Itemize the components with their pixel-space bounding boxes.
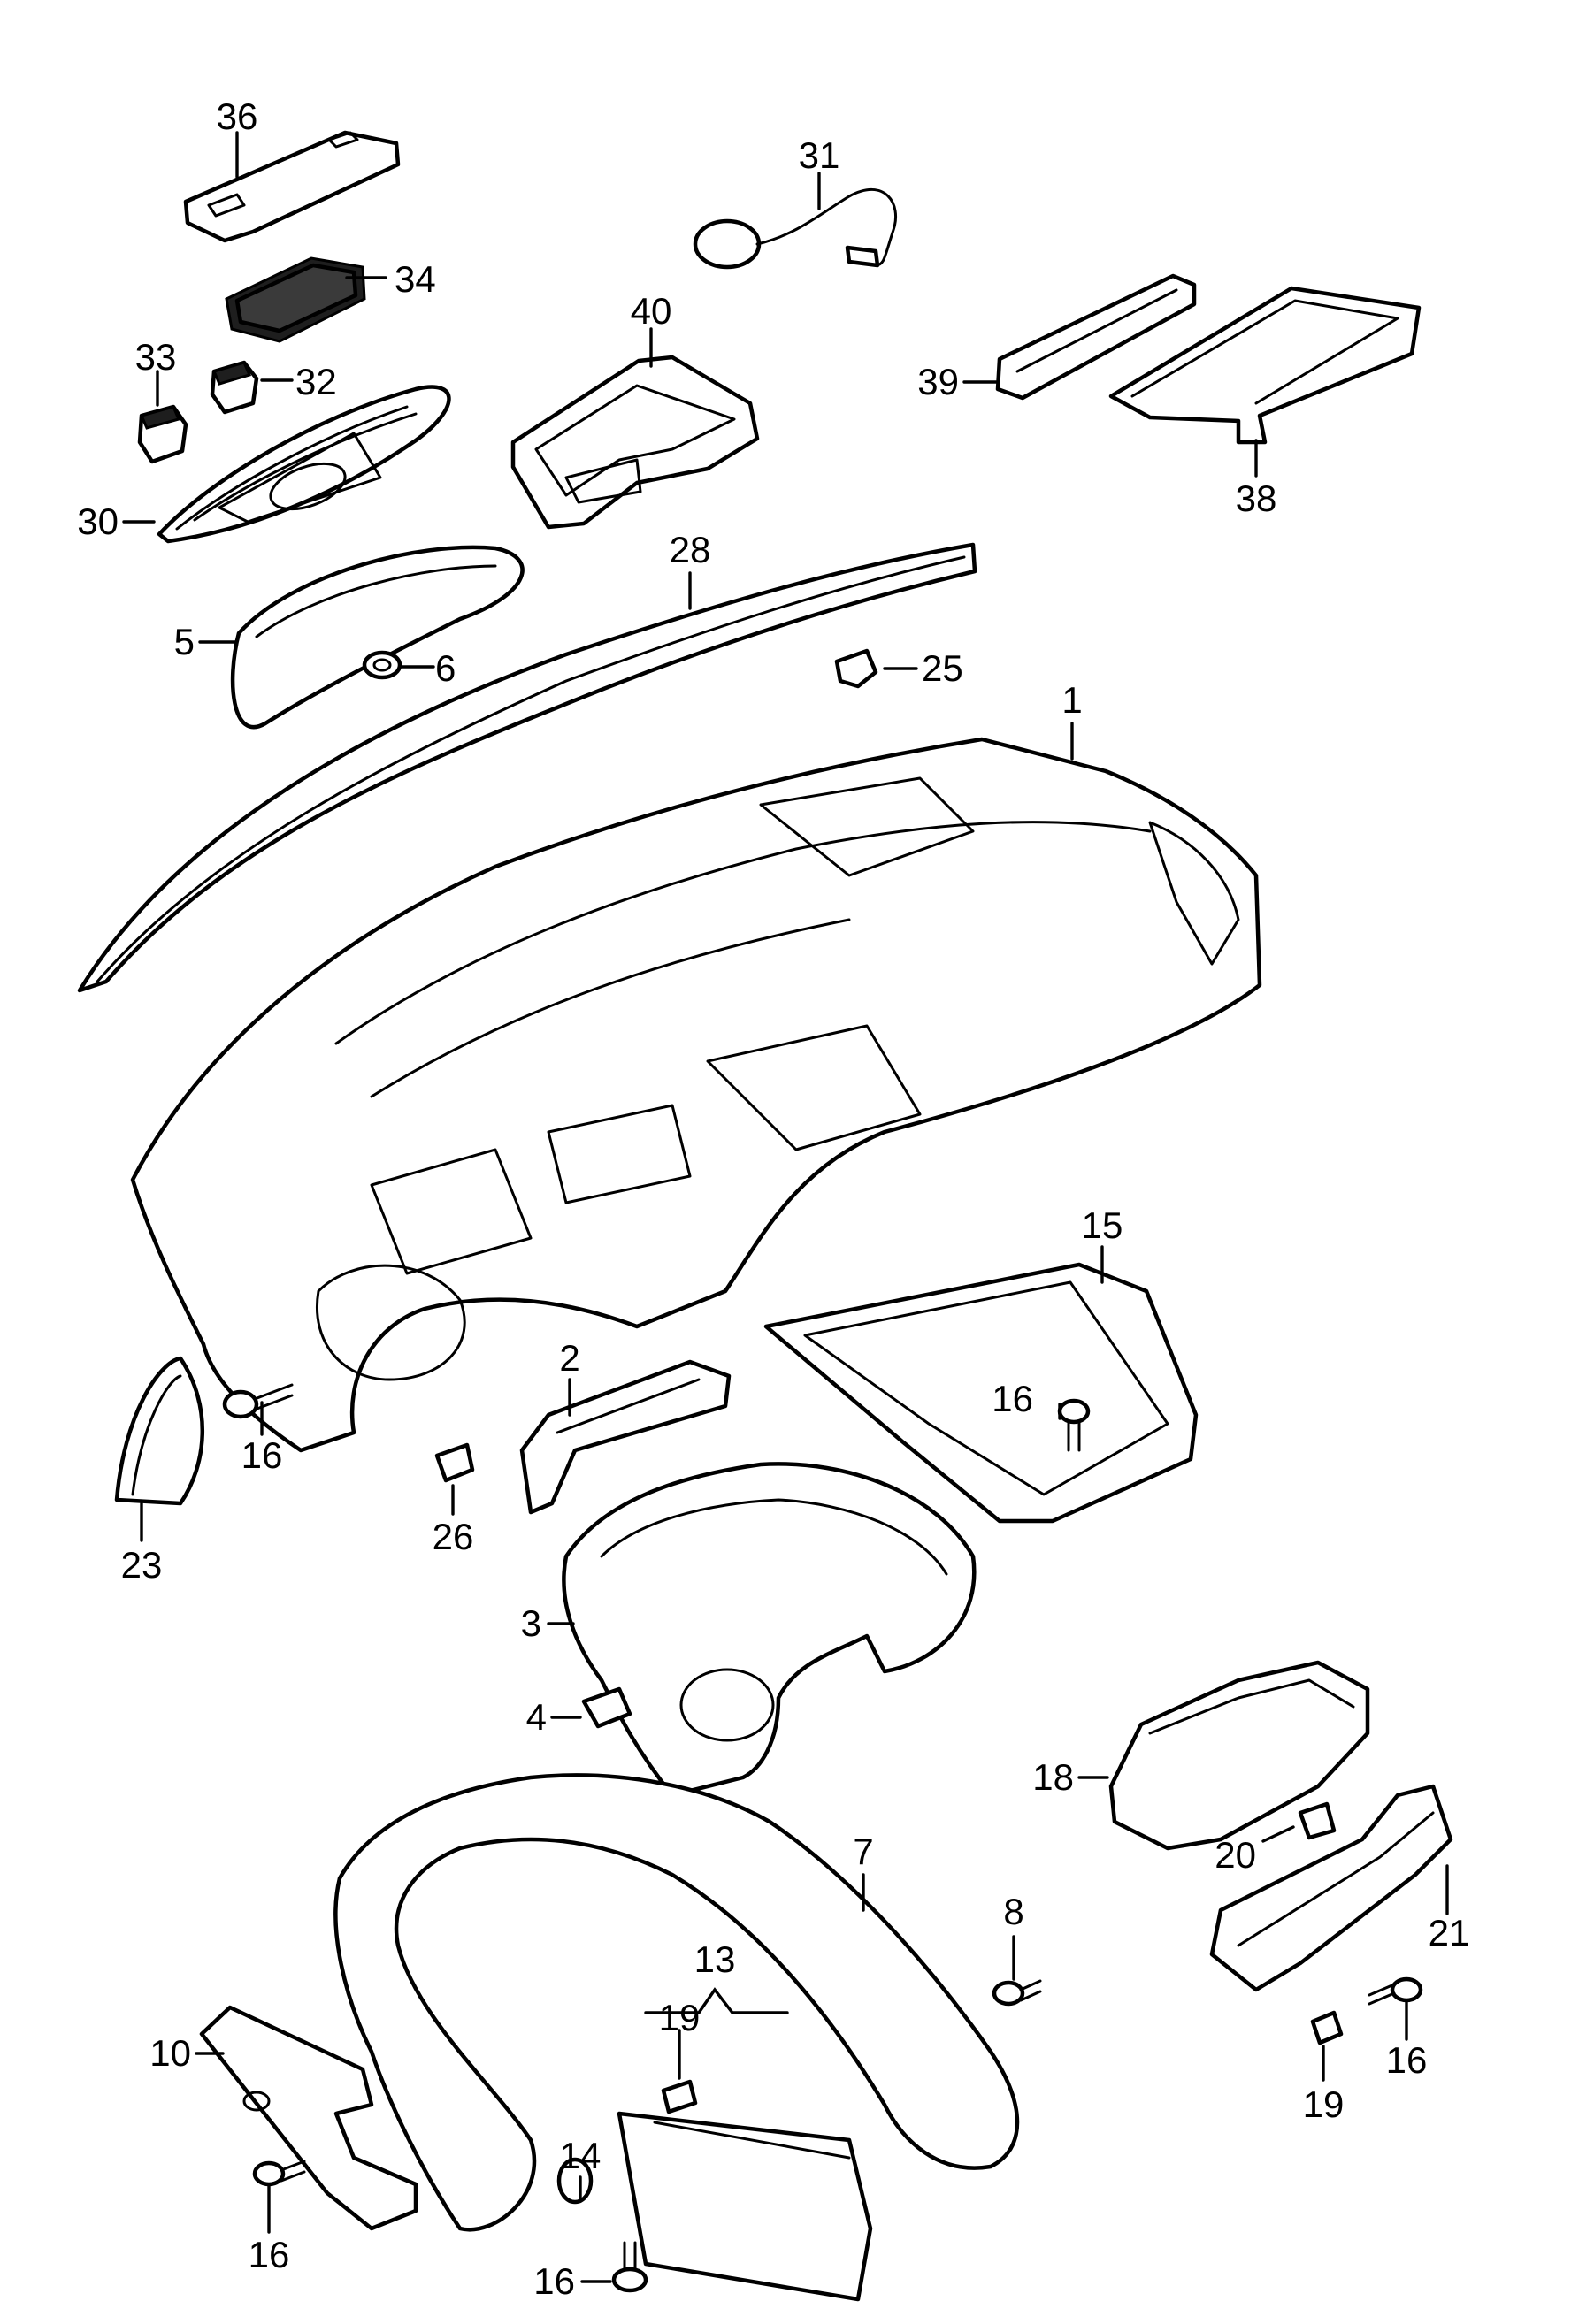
part-38-duct: [1108, 286, 1422, 445]
part-36-cover: [183, 130, 401, 243]
callout-23: 23: [121, 1544, 163, 1586]
callout-31: 31: [799, 134, 840, 176]
callout-39: 39: [917, 361, 959, 402]
callout-25: 25: [922, 647, 963, 689]
callout-labels: 36 34 33 32 30 31 40 39 38 5 6 28 25 1 1…: [77, 96, 1469, 2302]
part-10-bracket: [199, 2005, 418, 2231]
callout-20: 20: [1215, 1834, 1256, 1876]
part-16-screw-bottom-left: [252, 2160, 306, 2187]
part-23-side-trim: [114, 1356, 204, 1506]
part-31-sensor-cable: [693, 188, 898, 270]
callout-26: 26: [433, 1516, 474, 1557]
part-5-side-cover: [230, 545, 525, 730]
leader-lines: [122, 131, 1449, 2283]
part-19-clip-bottom: [661, 2079, 698, 2114]
callout-32: 32: [295, 361, 337, 402]
callout-28: 28: [670, 529, 711, 570]
part-16-screw-bottom: [611, 2241, 648, 2293]
part-26-clip: [434, 1442, 475, 1483]
part-7-lower-trim: [333, 1773, 1020, 2232]
part-39-duct: [995, 273, 1197, 401]
part-40-frame: [510, 355, 760, 530]
part-21-side-bracket: [1209, 1784, 1453, 1992]
callout-5: 5: [174, 621, 195, 662]
callout-33: 33: [135, 336, 177, 378]
callout-36: 36: [217, 96, 258, 137]
callout-16-bottom-left: 16: [249, 2234, 290, 2275]
part-3-center-trim: [562, 1462, 977, 1798]
part-14-cap: [556, 2157, 594, 2205]
callout-3: 3: [521, 1602, 541, 1644]
part-34-speaker-grille: [225, 256, 366, 343]
callout-30: 30: [77, 501, 119, 542]
callout-2: 2: [559, 1337, 579, 1379]
part-19-clip-right: [1310, 2010, 1344, 2045]
callout-18: 18: [1032, 1756, 1074, 1798]
callout-40: 40: [631, 290, 672, 332]
callout-21: 21: [1429, 1912, 1470, 1953]
callout-7: 7: [853, 1831, 873, 1872]
part-20-clip: [1298, 1801, 1337, 1840]
callout-16-glovebox: 16: [992, 1378, 1033, 1419]
part-13-panel-assembly: [617, 2111, 873, 2302]
part-1-dashboard: [130, 737, 1262, 1453]
callout-16-right: 16: [1386, 2039, 1428, 2081]
callout-10: 10: [149, 2032, 191, 2074]
callout-8: 8: [1003, 1891, 1023, 1932]
callout-6: 6: [435, 647, 456, 689]
callout-19-bottom: 19: [659, 1997, 701, 2038]
callout-19-right: 19: [1303, 2083, 1345, 2125]
part-16-screw-right: [1368, 1976, 1423, 2006]
part-8-screw: [992, 1979, 1042, 2007]
part-32-switch: [210, 360, 259, 415]
callout-15: 15: [1082, 1204, 1123, 1246]
part-30-grille-panel: [157, 385, 451, 544]
part-33-switch: [137, 404, 188, 464]
callout-14: 14: [560, 2135, 602, 2176]
callout-16-bottom: 16: [533, 2260, 575, 2302]
part-4-clip: [581, 1686, 632, 1729]
callout-38: 38: [1236, 478, 1277, 519]
callout-1: 1: [1061, 679, 1082, 721]
part-2-bracket: [519, 1359, 732, 1515]
part-18-glovebox: [1108, 1660, 1370, 1851]
callout-16-left: 16: [241, 1434, 283, 1476]
part-28-trim-strip: [77, 542, 977, 993]
callout-13: 13: [694, 1938, 736, 1980]
part-6-nut: [362, 650, 402, 680]
callout-34: 34: [395, 258, 436, 300]
part-25-clip: [834, 648, 878, 689]
callout-4: 4: [526, 1696, 547, 1738]
